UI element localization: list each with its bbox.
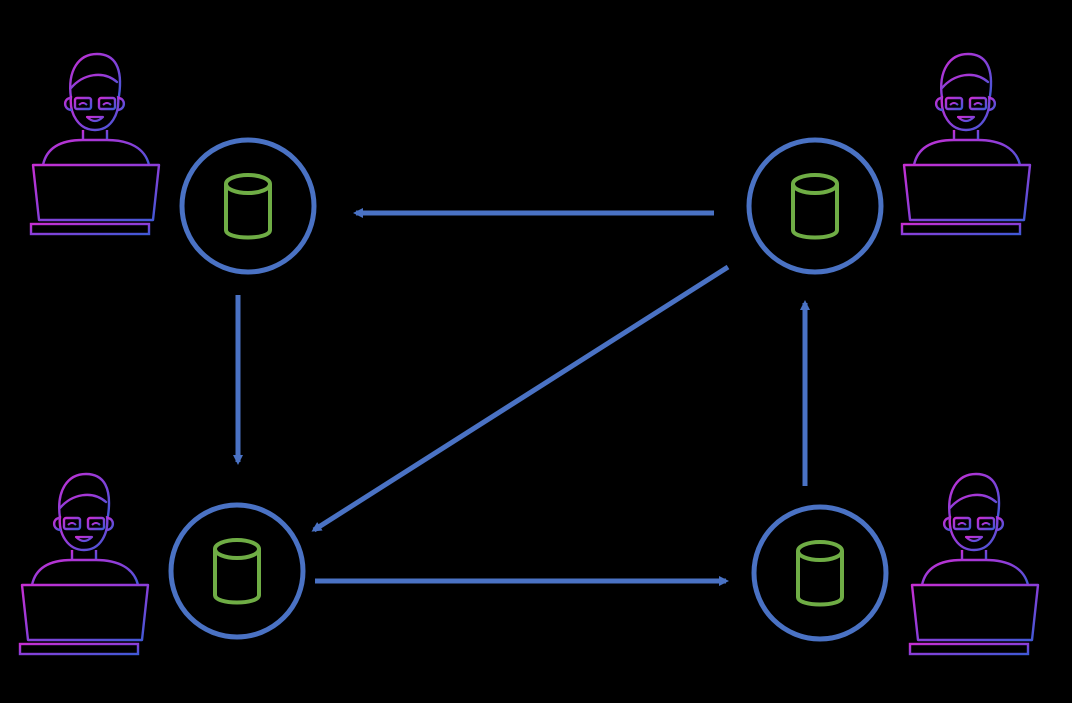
database-icon <box>796 540 844 607</box>
node-top-left <box>179 137 317 275</box>
node-top-right <box>746 137 884 275</box>
database-icon <box>213 538 261 605</box>
node-bottom-right <box>751 504 889 642</box>
database-icon <box>791 173 839 240</box>
developer-laptop-icon <box>900 52 1032 236</box>
developer-laptop-icon <box>29 52 161 236</box>
arrow-top-right-to-bottom-left <box>311 264 730 533</box>
developer-laptop-icon <box>908 472 1040 656</box>
developer-laptop-icon <box>18 472 150 656</box>
node-bottom-left <box>168 502 306 640</box>
database-icon <box>224 173 272 240</box>
